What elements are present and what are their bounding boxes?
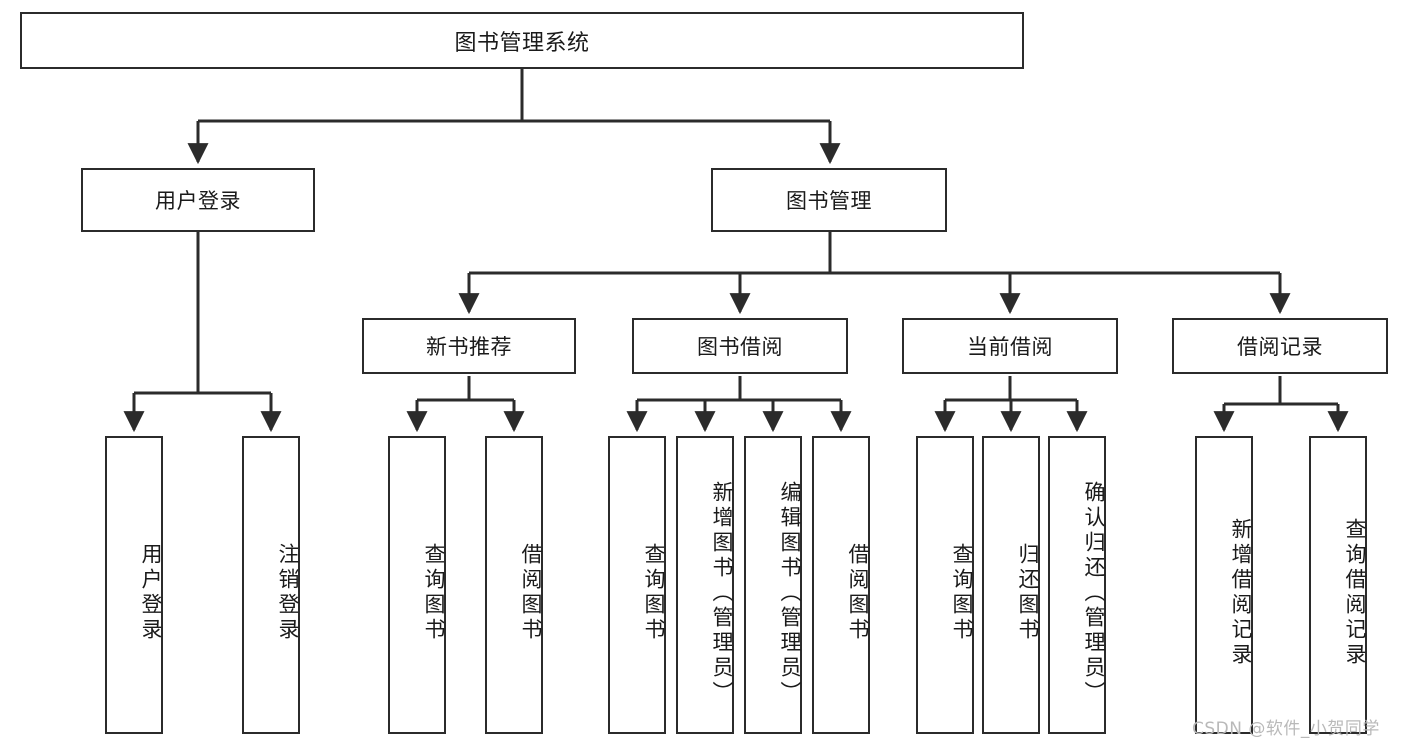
csdn-watermark: CSDN @软件_小贺同学 [1192, 719, 1380, 739]
leaf-user-login-login[interactable]: 用户登录 [105, 436, 163, 734]
leaf-current-borrow-return[interactable]: 归还图书 [982, 436, 1040, 734]
node-root-system[interactable]: 图书管理系统 [20, 12, 1024, 69]
node-new-book-recommend[interactable]: 新书推荐 [362, 318, 576, 374]
leaf-book-borrow-add-admin[interactable]: 新增图书（管理员） [676, 436, 734, 734]
leaf-new-book-borrow[interactable]: 借阅图书 [485, 436, 543, 734]
leaf-borrow-record-add[interactable]: 新增借阅记录 [1195, 436, 1253, 734]
leaf-book-borrow-borrow[interactable]: 借阅图书 [812, 436, 870, 734]
leaf-book-borrow-edit-admin[interactable]: 编辑图书（管理员） [744, 436, 802, 734]
leaf-new-book-query[interactable]: 查询图书 [388, 436, 446, 734]
leaf-book-borrow-query[interactable]: 查询图书 [608, 436, 666, 734]
node-book-borrow[interactable]: 图书借阅 [632, 318, 848, 374]
node-user-login[interactable]: 用户登录 [81, 168, 315, 232]
leaf-current-borrow-confirm-admin[interactable]: 确认归还（管理员） [1048, 436, 1106, 734]
node-borrow-record[interactable]: 借阅记录 [1172, 318, 1388, 374]
node-current-borrow[interactable]: 当前借阅 [902, 318, 1118, 374]
leaf-user-login-logout[interactable]: 注销登录 [242, 436, 300, 734]
leaf-borrow-record-query[interactable]: 查询借阅记录 [1309, 436, 1367, 734]
leaf-current-borrow-query[interactable]: 查询图书 [916, 436, 974, 734]
node-book-management[interactable]: 图书管理 [711, 168, 947, 232]
